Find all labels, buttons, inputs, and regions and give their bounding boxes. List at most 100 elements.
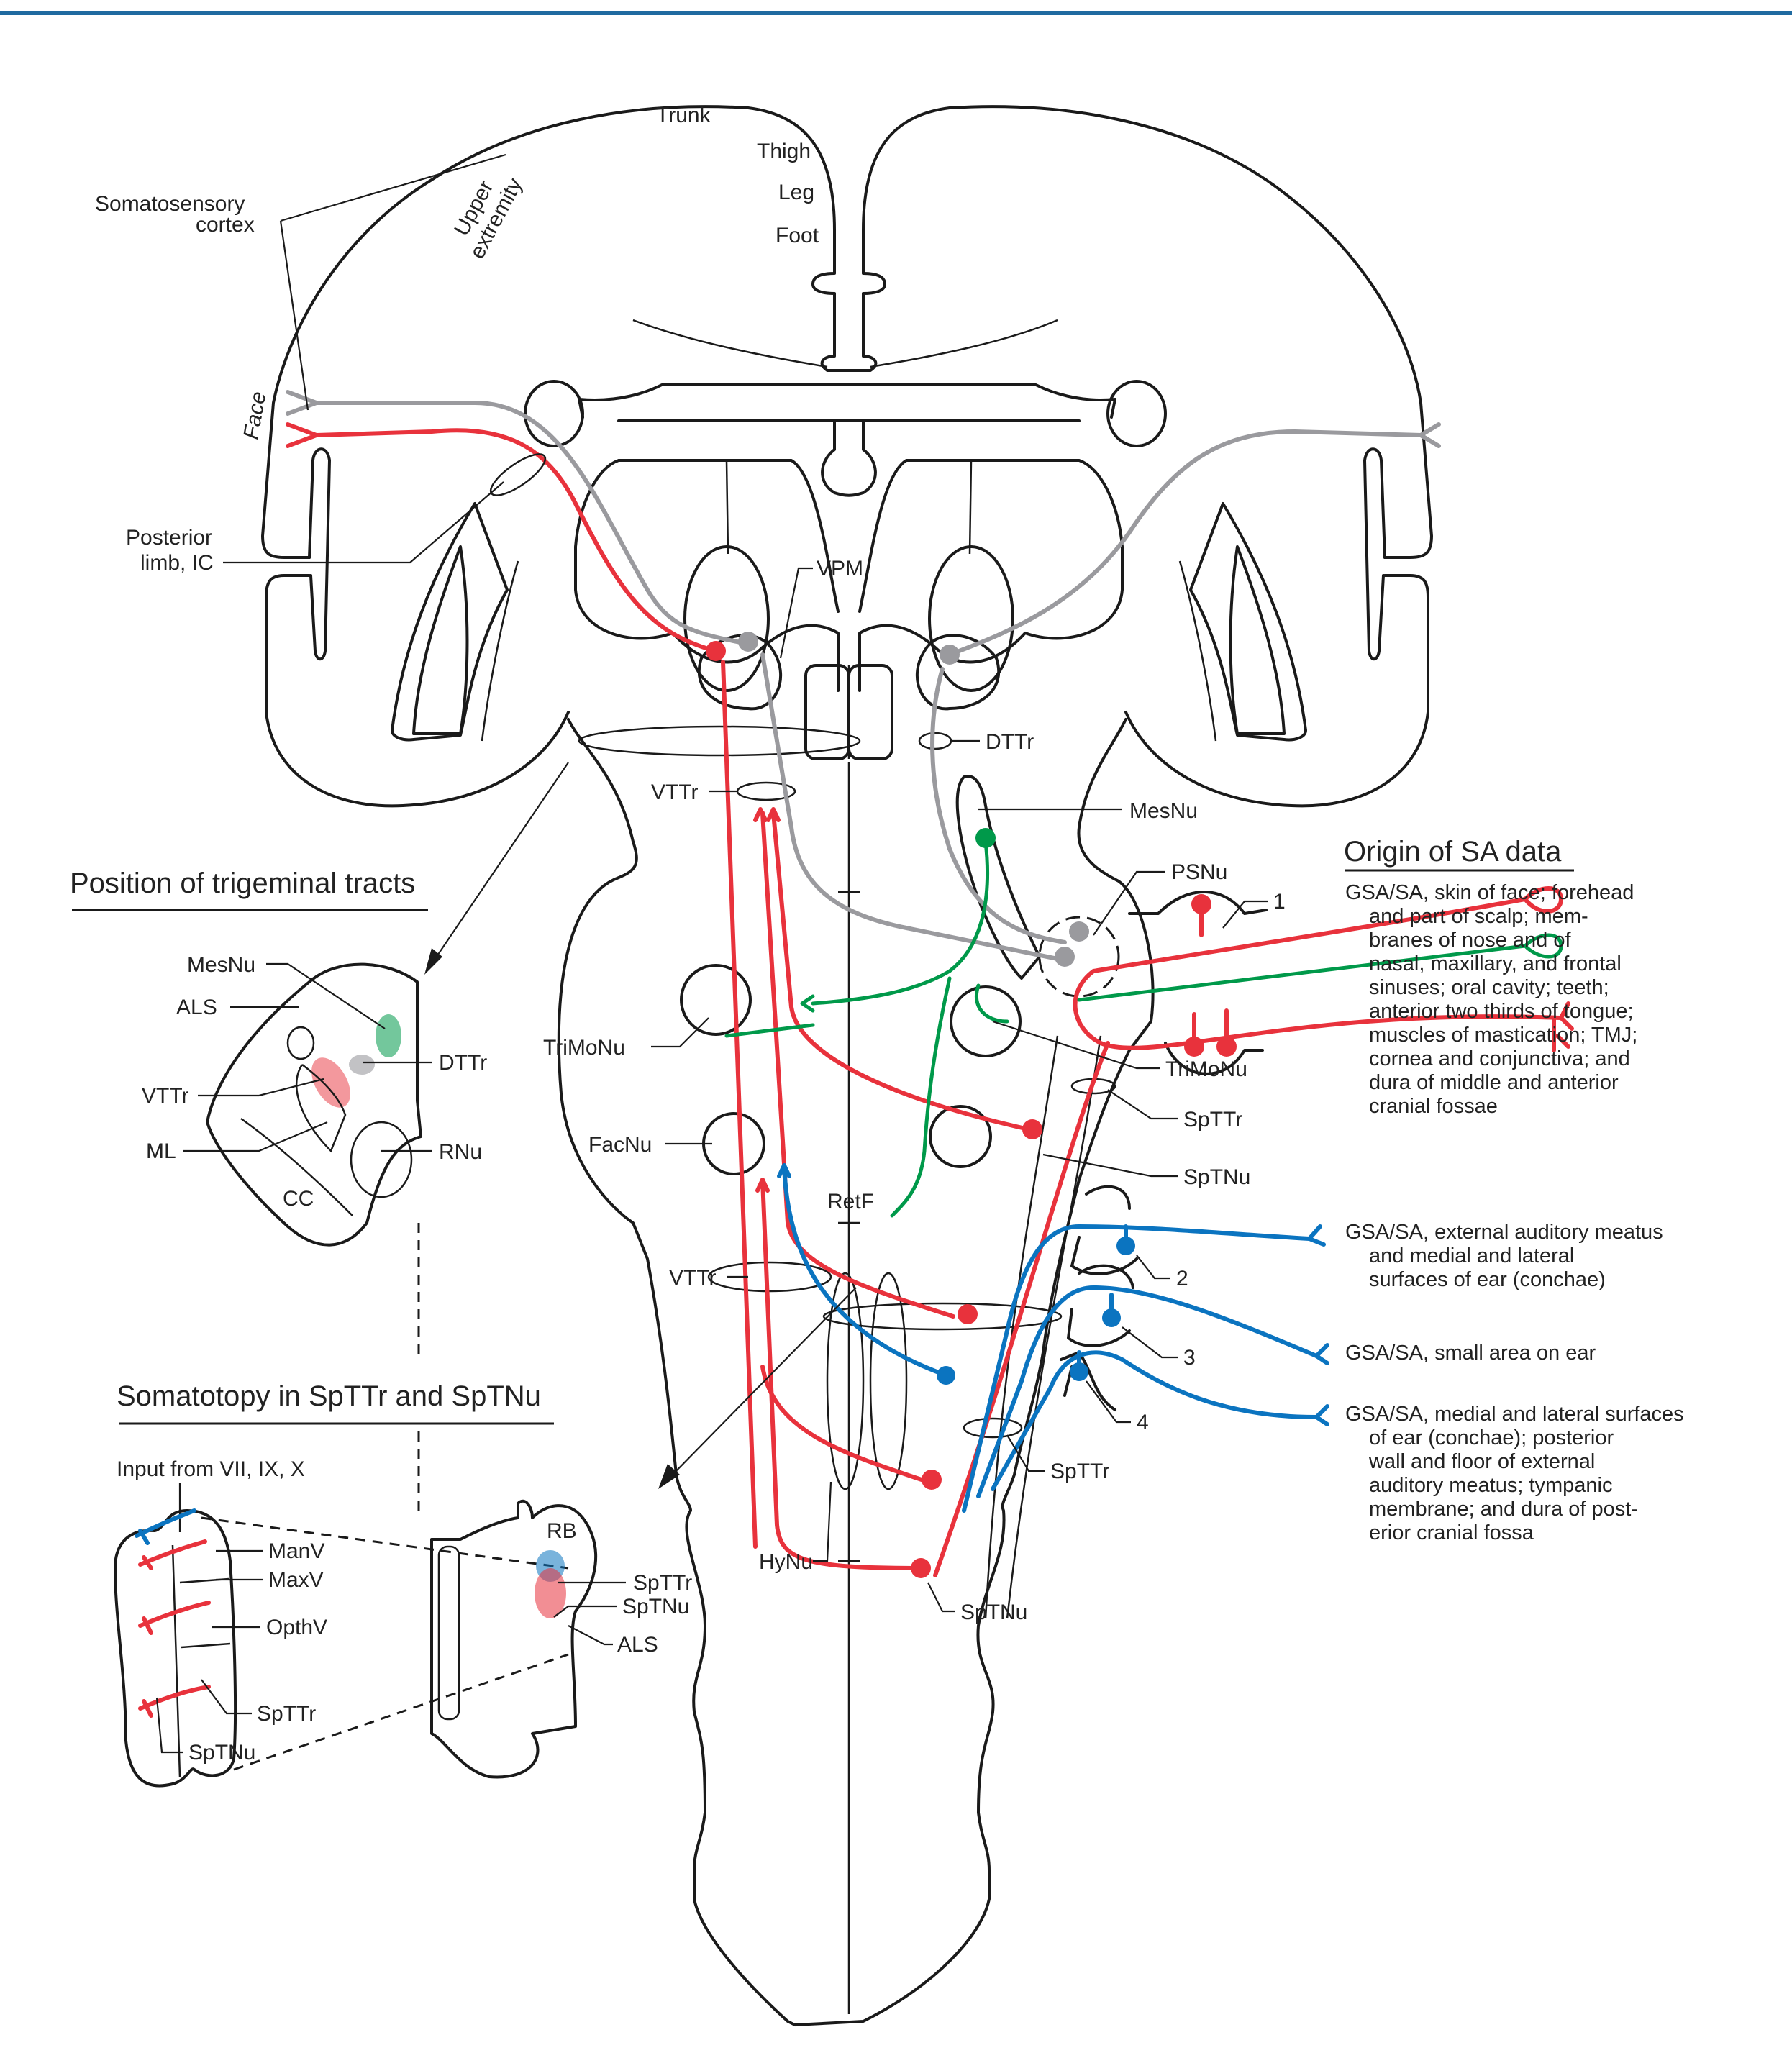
gray-neuron-vpm-right (940, 645, 960, 665)
brainstem-right-outline (793, 718, 1155, 2026)
pos-label-rnu: RNu (439, 1140, 482, 1164)
green-arrowhead (800, 994, 815, 1013)
thalamus-outline (574, 459, 1124, 640)
right-lentiform-inner (1229, 545, 1286, 735)
gray-pathways (286, 390, 1441, 967)
label-cortex: cortex (196, 213, 255, 237)
som-projection-lower (233, 1653, 569, 1771)
gray-pathway-left-descending (760, 652, 1067, 962)
position-mesnu-spot (376, 1014, 401, 1057)
longitudinal-fissure (811, 229, 886, 372)
origin-entry-line: and part of scalp; mem- (1369, 905, 1588, 928)
origin-entry-line: surfaces of ear (conchae) (1369, 1268, 1606, 1291)
left-thalamic-nucleus (683, 545, 770, 692)
leader-trimonu-left (651, 1017, 709, 1048)
position-vttr-spot (311, 1057, 350, 1108)
trimonu-left-circle (680, 964, 752, 1036)
blue-neuron-ganglion-4 (1070, 1362, 1088, 1381)
origin-entry-line: GSA/SA, medial and lateral surfaces (1345, 1403, 1684, 1426)
thalamus-left-divider (725, 460, 729, 555)
pos-label-als: ALS (176, 996, 217, 1019)
corpus-callosum-arc (632, 319, 1058, 368)
red-pathway-vttr-b (760, 811, 955, 1319)
leader-vpm (779, 567, 813, 659)
right-caudate (1106, 380, 1167, 447)
som-label-spttr-left: SpTTr (257, 1702, 316, 1726)
som-label-maxv: MaxV (268, 1568, 324, 1592)
left-caudate (524, 380, 584, 447)
red-pathway-lower-loop (760, 1365, 930, 1484)
label-mesnu: MesNu (1129, 799, 1198, 823)
blue-ear-root-2 (962, 1224, 1311, 1513)
position-inset-arrowhead (424, 948, 442, 975)
red-arrowhead-c (755, 1178, 770, 1193)
origin-entry-line: GSA/SA, small area on ear (1345, 1342, 1596, 1365)
origin-entry-line: branes of nose and of (1369, 929, 1571, 952)
blue-neuron-ganglion-2 (1116, 1237, 1135, 1255)
leader-sptnu-upper (1042, 1153, 1178, 1178)
right-lentiform-arc (1178, 560, 1217, 742)
leader-ganglion-4 (1086, 1380, 1131, 1424)
right-thalamic-nucleus (928, 545, 1014, 692)
vttr-lower-ring (707, 1261, 832, 1293)
leader-posterior-limb (223, 481, 504, 564)
blue-arrowhead (777, 1163, 791, 1178)
leader-trimonu-right (992, 1020, 1160, 1070)
leader-sptnu-lower (927, 1582, 955, 1613)
position-als-circle (286, 1026, 315, 1060)
position-inset-outline (206, 962, 422, 1247)
red-encapsulated-ending (1523, 886, 1563, 914)
label-vpm: VPM (817, 557, 863, 580)
ganglion-2-outline (1070, 1185, 1138, 1275)
label-ganglion-3: 3 (1183, 1346, 1196, 1370)
label-leg: Leg (778, 181, 814, 204)
origin-panel: Origin of SA data GSA/SA, skin of face; … (1344, 836, 1684, 1544)
som-label-rb: RB (547, 1519, 577, 1543)
label-spttr-lower: SpTTr (1050, 1460, 1109, 1483)
som-red-fiber-1 (138, 1539, 207, 1570)
ganglion-3-outline (1067, 1264, 1134, 1347)
som-column-inner-line (171, 1544, 181, 1777)
red-pathway-vttr-c (771, 811, 1031, 1132)
origin-entry-line: cranial fossae (1369, 1095, 1498, 1118)
red-neuron-sptnu-lower-a (922, 1470, 942, 1490)
leader-ganglion-1 (1222, 900, 1268, 929)
som-leader-sptnu-right (553, 1605, 617, 1618)
red-arrowhead-a (753, 807, 768, 822)
green-pathways (724, 828, 1563, 1218)
left-hemisphere-gyrus-notch (308, 447, 331, 661)
gray-neuron-vpm-left (738, 632, 758, 652)
red-neuron-ganglion-lower-b (1216, 1037, 1237, 1057)
red-arrowhead-b (766, 807, 781, 822)
corpus-callosum-band (578, 383, 1116, 422)
gray-pathway-right-descending (930, 667, 1067, 944)
blue-pathways (777, 1163, 1329, 1513)
red-pathway-hynu (760, 1178, 923, 1570)
label-face: Face (239, 390, 270, 441)
label-posterior: Posterior (126, 526, 212, 550)
label-vttr-upper: VTTr (651, 780, 699, 804)
red-neuron-sptnu-lower-b (911, 1558, 931, 1578)
label-trimonu-left: TriMoNu (543, 1036, 625, 1060)
right-ventral-nucleus (916, 634, 1001, 711)
leader-spttr-lower (1006, 1434, 1045, 1472)
origin-entry-line: membrane; and dura of post- (1369, 1498, 1638, 1521)
hynu-right-oval (869, 1272, 908, 1490)
origin-entry-line: of ear (conchae); posterior (1369, 1426, 1614, 1449)
pos-leader-ml (183, 1121, 328, 1152)
som-red-fiber-3 (138, 1685, 211, 1718)
som-projection-upper (201, 1516, 569, 1570)
gray-pathway-right-to-cortex (947, 422, 1441, 657)
som-label-als: ALS (617, 1633, 658, 1657)
brainstem-labels: VPM DTTr VTTr MesNu PSNu 1 TriMoNu TriMo… (543, 557, 1286, 1624)
origin-entry-line: cornea and conjunctiva; and (1369, 1047, 1630, 1070)
right-hemisphere-gyrus-notch (1363, 447, 1386, 661)
green-trigeminal-root (1077, 944, 1527, 1002)
pos-label-cc: CC (283, 1187, 314, 1211)
right-hemisphere-outline (862, 105, 1433, 808)
lower-tract-ring (822, 1302, 1063, 1331)
right-lentiform-outer (1189, 502, 1307, 742)
red-pathway-to-cortex (286, 422, 718, 653)
